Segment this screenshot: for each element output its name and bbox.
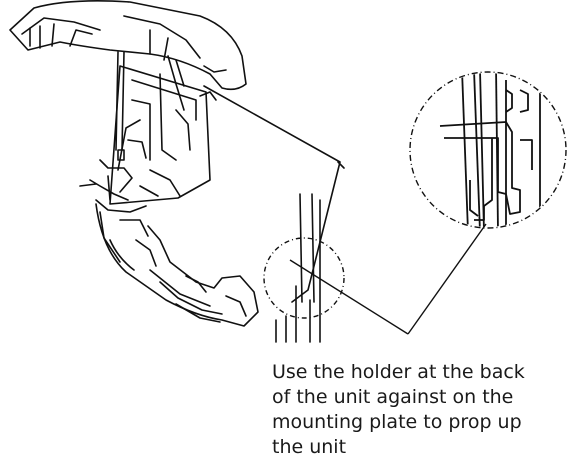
- mounting-plate: [275, 193, 321, 343]
- leader-line: [289, 259, 409, 335]
- lid-struts: [115, 51, 185, 161]
- caption-line: Use the holder at the back: [272, 361, 525, 383]
- detail-zoom-circle: [409, 71, 567, 229]
- leader-line: [407, 223, 487, 335]
- unit-lid: [9, 0, 247, 91]
- callout: [263, 71, 567, 335]
- detail-target-circle: [263, 237, 345, 319]
- instruction-caption: Use the holder at the back of the unit a…: [272, 360, 572, 460]
- caption-line: the unit: [272, 436, 347, 458]
- unit-illustration: [9, 0, 345, 343]
- unit-base: [95, 203, 259, 327]
- unit-mechanism: [79, 65, 211, 263]
- caption-line: of the unit against on the: [272, 386, 514, 408]
- unit-body: [199, 85, 345, 303]
- holder-detail: [439, 73, 541, 227]
- caption-line: mounting plate to prop up: [272, 411, 522, 433]
